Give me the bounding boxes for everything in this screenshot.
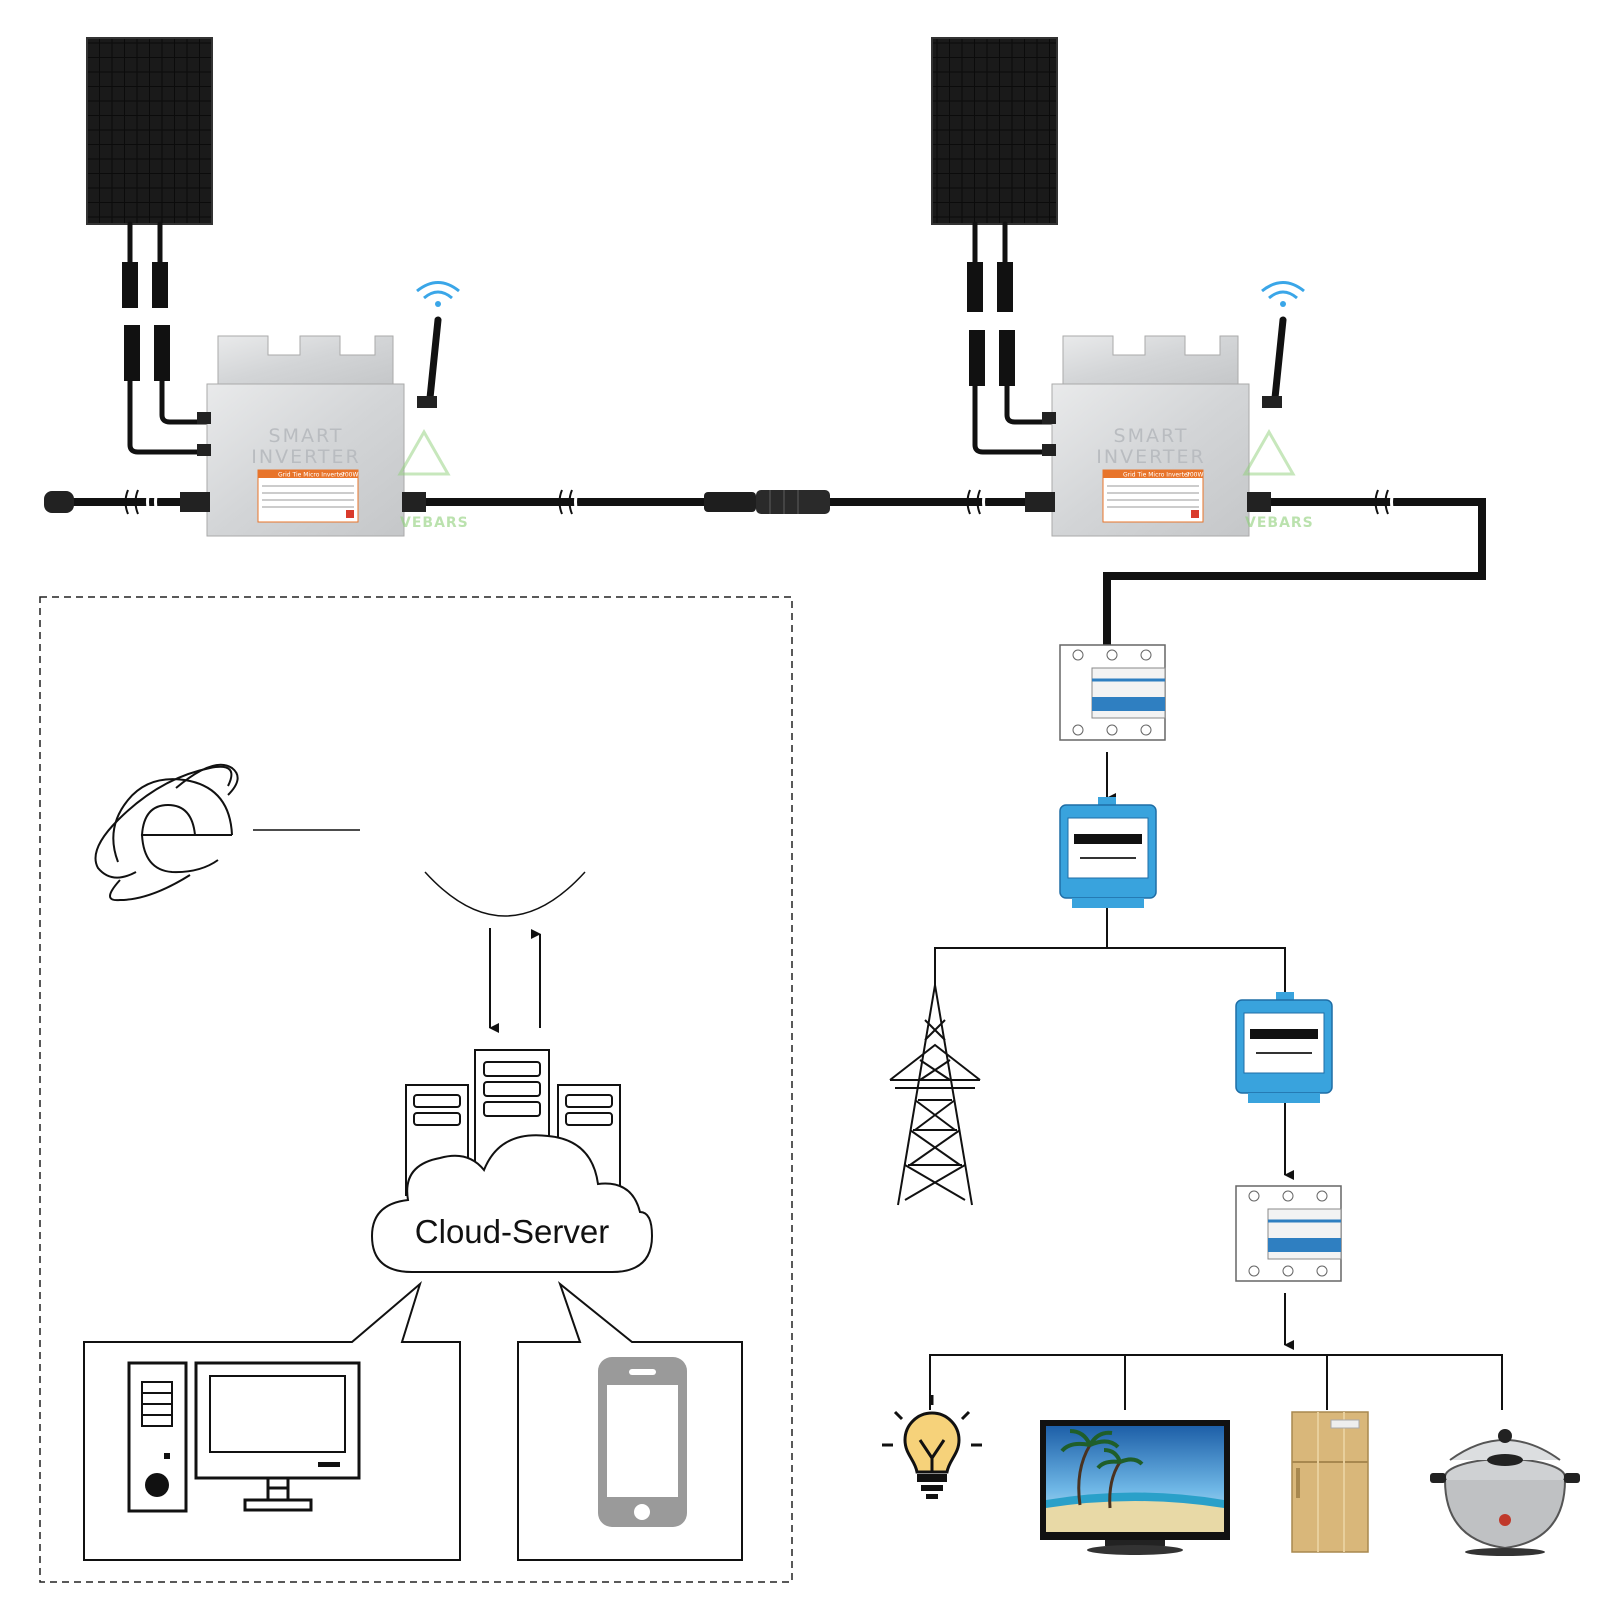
desktop-computer-icon xyxy=(127,1361,361,1513)
grid-split-lines xyxy=(934,908,1286,1000)
watermark-left: VEBARS xyxy=(397,428,469,531)
inverter-label-power: 700W xyxy=(1186,472,1203,479)
breaker-icon-top xyxy=(1059,644,1166,741)
internet-explorer-icon xyxy=(94,763,239,902)
inverter-title-line2: INVERTER xyxy=(251,446,360,468)
cable-break-marks xyxy=(124,489,1396,515)
refrigerator-icon xyxy=(1291,1411,1369,1553)
smartphone-panel xyxy=(517,1281,743,1561)
inverter-label-heading: Grid Tie Micro Inverter xyxy=(278,472,346,479)
light-bulb-icon xyxy=(882,1395,982,1499)
transmission-tower-icon xyxy=(889,984,981,1206)
antenna-left xyxy=(417,316,442,408)
loads-bus-lines xyxy=(929,1354,1503,1410)
cloud-icon: Cloud-Server xyxy=(370,1134,654,1273)
tv-icon xyxy=(1040,1420,1230,1555)
rice-cooker-icon xyxy=(1430,1429,1580,1556)
solar-panel-right xyxy=(931,37,1058,225)
svg-text:VEBARS: VEBARS xyxy=(400,515,469,531)
inverter-right: SMART INVERTER Grid Tie Micro Inverter 7… xyxy=(1025,335,1271,537)
watermark-right: VEBARS xyxy=(1242,428,1314,531)
inverter-label-heading: Grid Tie Micro Inverter xyxy=(1123,472,1191,479)
ac-trunk-cable xyxy=(60,498,1486,645)
router-link-decor xyxy=(253,829,586,917)
inverter-title-line1: SMART xyxy=(1114,425,1189,447)
cloud-server-label: Cloud-Server xyxy=(415,1213,609,1250)
wifi-icon-left xyxy=(416,281,460,307)
energy-meter-icon-bottom xyxy=(1235,992,1333,1103)
inverter-left: SMART INVERTER Grid Tie Micro Inverter 7… xyxy=(180,335,426,537)
inverter-title-line2: INVERTER xyxy=(1096,446,1205,468)
solar-panel-left xyxy=(86,37,213,225)
monitoring-system-boundary xyxy=(39,596,793,1583)
wifi-icon-right xyxy=(1261,281,1305,307)
inverter-label-power: 700W xyxy=(341,472,358,479)
trunk-connector-middle xyxy=(704,490,830,514)
energy-meter-icon-top xyxy=(1059,797,1157,908)
pv-cables-left xyxy=(122,221,211,455)
svg-text:VEBARS: VEBARS xyxy=(1245,515,1314,531)
smartphone-icon xyxy=(598,1357,687,1527)
pv-cables-right xyxy=(967,221,1055,455)
breaker-icon-bottom xyxy=(1235,1185,1342,1282)
antenna-right xyxy=(1262,316,1287,408)
cable-end-connector xyxy=(44,491,74,513)
inverter-title-line1: SMART xyxy=(269,425,344,447)
desktop-computer-panel xyxy=(83,1280,461,1561)
